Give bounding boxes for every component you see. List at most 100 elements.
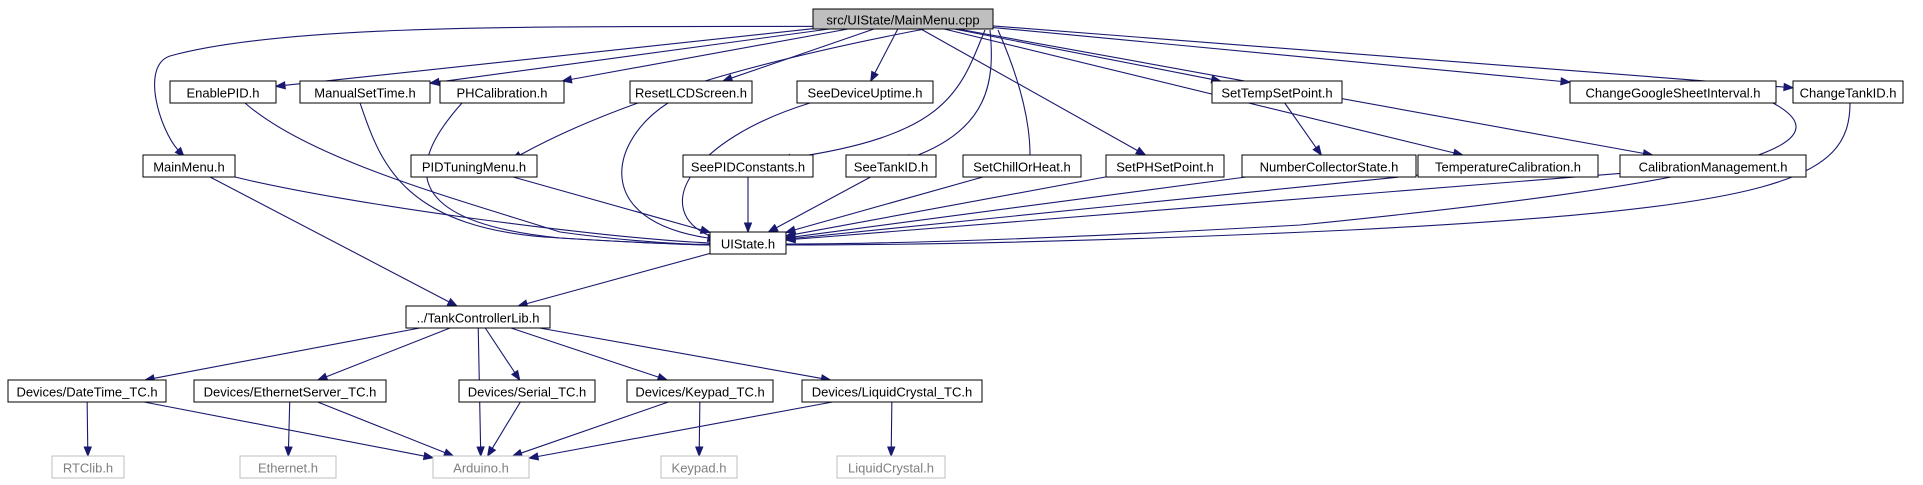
edge-line: [794, 172, 1621, 240]
edge-line: [992, 26, 1562, 82]
node-see-pid[interactable]: SeePIDConstants.h: [682, 154, 814, 178]
node-ethernet-server[interactable]: Devices/EthernetServer_TC.h: [193, 379, 387, 403]
node-temp-calibration[interactable]: TemperatureCalibration.h: [1417, 154, 1599, 178]
node-uistate[interactable]: UIState.h: [709, 231, 787, 255]
node-liquid-tc[interactable]: Devices/LiquidCrystal_TC.h: [801, 379, 983, 403]
node-label: src/UIState/MainMenu.cpp: [826, 13, 979, 28]
edge-line: [776, 176, 871, 229]
node-ph-calibration[interactable]: PHCalibration.h: [439, 80, 565, 104]
node-label: SeeTankID.h: [854, 160, 928, 175]
node-box: [812, 8, 994, 30]
arrowhead-icon: [510, 369, 521, 382]
node-serial[interactable]: Devices/Serial_TC.h: [458, 379, 596, 403]
node-box: [1241, 154, 1417, 178]
arrowhead-icon: [284, 446, 293, 458]
edge-line: [954, 28, 1212, 80]
arrowhead-icon: [699, 225, 712, 234]
edge-line: [521, 401, 669, 454]
node-label: ManualSetTime.h: [314, 86, 415, 101]
node-box: [142, 154, 236, 178]
edge-main-cpp-to-enable-pid: [274, 28, 814, 90]
node-box: [1211, 80, 1343, 104]
node-label: SetPHSetPoint.h: [1116, 160, 1214, 175]
node-label: SeePIDConstants.h: [691, 160, 805, 175]
node-label: SetChillOrHeat.h: [973, 160, 1071, 175]
edge-line: [794, 176, 1247, 238]
node-label: Ethernet.h: [258, 461, 318, 476]
node-box: [432, 455, 530, 479]
arrowhead-icon: [428, 77, 440, 87]
arrowhead-icon: [561, 75, 573, 84]
node-change-tank[interactable]: ChangeTankID.h: [1792, 80, 1904, 104]
arrowhead-icon: [511, 448, 524, 457]
node-label: Devices/LiquidCrystal_TC.h: [812, 385, 972, 400]
arrowhead-icon: [695, 446, 704, 458]
edge-keypad-tc-to-keypad: [695, 401, 704, 458]
edge-main-menu-h-to-uistate: [234, 176, 721, 248]
edge-line: [621, 102, 709, 239]
edge-line: [537, 401, 833, 458]
node-label: PHCalibration.h: [456, 86, 547, 101]
node-see-uptime[interactable]: SeeDeviceUptime.h: [796, 80, 934, 104]
node-set-ph[interactable]: SetPHSetPoint.h: [1105, 154, 1225, 178]
node-box: [1569, 80, 1777, 104]
node-pid-tuning[interactable]: PIDTuningMenu.h: [410, 154, 538, 178]
arrowhead-icon: [446, 297, 459, 307]
edge-tank-lib-to-datetime: [143, 327, 420, 383]
edge-line: [698, 401, 701, 448]
node-keypad-tc[interactable]: Devices/Keypad_TC.h: [626, 379, 774, 403]
node-label: MainMenu.h: [153, 160, 225, 175]
edge-line: [510, 327, 659, 378]
arrowhead-icon: [486, 445, 497, 458]
edge-line: [789, 29, 986, 159]
node-main-menu-h[interactable]: MainMenu.h: [142, 154, 236, 178]
arrowhead-icon: [767, 223, 779, 233]
node-box: [1417, 154, 1599, 178]
node-calib-mgmt[interactable]: CalibrationManagement.h: [1619, 154, 1807, 178]
edge-main-cpp-to-reset-lcd: [721, 28, 875, 82]
node-box: [405, 305, 551, 329]
edge-liquid-tc-to-liquidcrystal: [887, 401, 896, 458]
node-datetime[interactable]: Devices/DateTime_TC.h: [7, 379, 167, 403]
node-box: [299, 80, 431, 104]
edge-see-tank-to-uistate: [767, 176, 871, 233]
edge-line: [909, 29, 992, 159]
node-main-cpp[interactable]: src/UIState/MainMenu.cpp: [812, 8, 994, 30]
node-set-temp[interactable]: SetTempSetPoint.h: [1211, 80, 1343, 104]
node-label: SeeDeviceUptime.h: [808, 86, 923, 101]
node-label: CalibrationManagement.h: [1639, 160, 1788, 175]
edge-line: [794, 176, 984, 231]
node-label: EnablePID.h: [187, 86, 260, 101]
node-label: ../TankControllerLib.h: [417, 311, 540, 326]
node-change-google[interactable]: ChangeGoogleSheetInterval.h: [1569, 80, 1777, 104]
node-label: Arduino.h: [453, 461, 509, 476]
arrowhead-icon: [316, 372, 329, 381]
node-reset-lcd[interactable]: ResetLCDScreen.h: [629, 80, 753, 104]
node-keypad: Keypad.h: [660, 455, 738, 479]
edge-line: [997, 29, 1031, 156]
node-see-tank[interactable]: SeeTankID.h: [845, 154, 937, 178]
edge-line: [785, 102, 1797, 245]
edge-set-ph-to-uistate: [784, 176, 1107, 239]
arrowhead-icon: [656, 372, 669, 382]
edge-pid-tuning-to-uistate: [512, 176, 712, 234]
node-box: [626, 379, 774, 403]
node-label: Devices/EthernetServer_TC.h: [204, 385, 377, 400]
node-tank-lib[interactable]: ../TankControllerLib.h: [405, 305, 551, 329]
arrowhead-icon: [83, 446, 92, 458]
edge-calib-mgmt-to-uistate: [784, 172, 1621, 244]
node-manual-set-time[interactable]: ManualSetTime.h: [299, 80, 431, 104]
edge-line: [512, 176, 702, 231]
node-label: Devices/DateTime_TC.h: [16, 385, 157, 400]
node-number-collector[interactable]: NumberCollectorState.h: [1241, 154, 1417, 178]
node-enable-pid[interactable]: EnablePID.h: [169, 80, 277, 104]
node-label: NumberCollectorState.h: [1260, 160, 1399, 175]
edges-layer: [83, 25, 1851, 461]
node-label: UIState.h: [721, 237, 775, 252]
node-set-chill[interactable]: SetChillOrHeat.h: [962, 154, 1082, 178]
arrowhead-icon: [1560, 77, 1572, 86]
arrowhead-icon: [442, 448, 455, 457]
arrowhead-icon: [1783, 82, 1795, 92]
edge-ethernet-server-to-arduino: [317, 401, 455, 457]
